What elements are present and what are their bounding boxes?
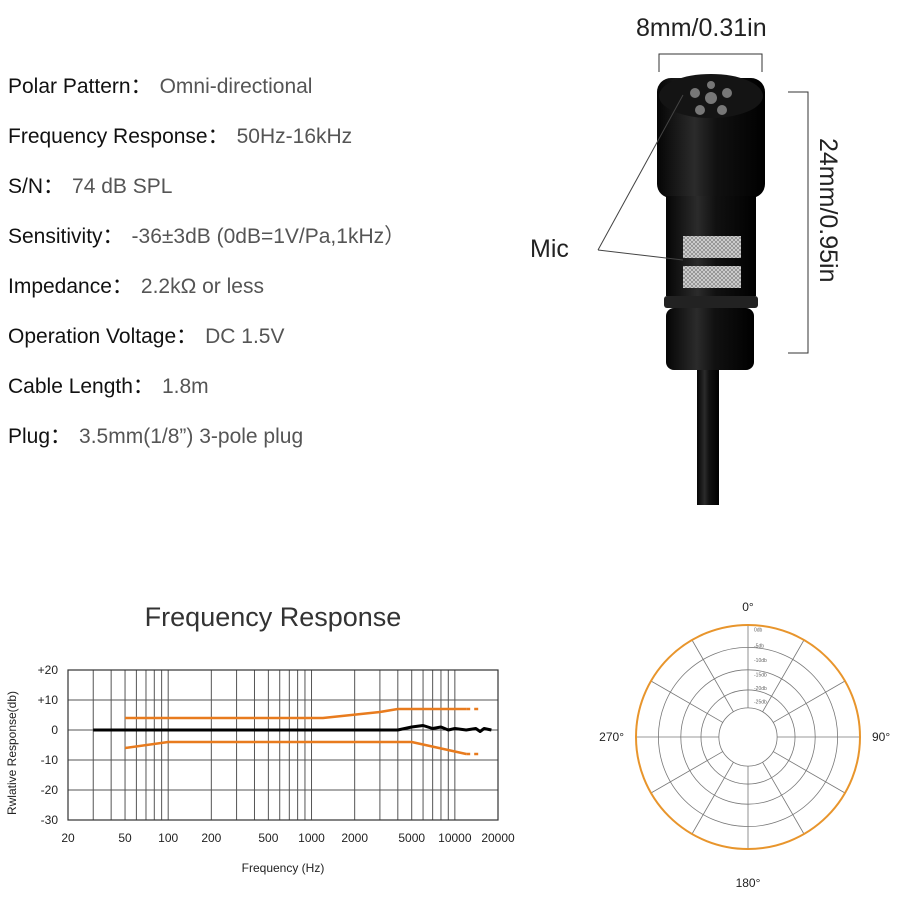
spec-value: DC 1.5V [205, 325, 285, 348]
mic-callout-lines [597, 94, 684, 261]
x-tick-label: 50 [118, 831, 132, 845]
x-tick-label: 20000 [481, 831, 515, 845]
spec-row: Operation Voltage： DC 1.5V [8, 320, 285, 350]
y-tick-label: +20 [38, 663, 59, 677]
chart-frame [67, 669, 499, 821]
polar-angle-top: 0° [742, 600, 754, 614]
chart-series-line [125, 707, 467, 720]
polar-spoke [691, 639, 734, 712]
y-tick-label: -30 [41, 813, 59, 827]
polar-spoke [773, 680, 846, 723]
x-tick-label: 20 [61, 831, 75, 845]
x-tick-label: 10000 [438, 831, 472, 845]
y-tick-label: +10 [38, 693, 59, 707]
spec-label: Cable Length： [8, 375, 154, 398]
spec-row: Sensitivity： -36±3dB (0dB=1V/Pa,1kHz） [8, 220, 405, 250]
mic-height-label: 24mm/0.95in [814, 138, 842, 283]
spec-row: Frequency Response： 50Hz-16kHz [8, 120, 352, 150]
polar-ring-label: -15db [754, 673, 767, 679]
chart-series-line [93, 724, 492, 733]
mic-width-label: 8mm/0.31in [636, 14, 767, 42]
x-tick-label: 1000 [298, 831, 325, 845]
spec-value: 2.2kΩ or less [140, 275, 264, 298]
polar-spoke [650, 751, 723, 794]
spec-label: Sensitivity： [8, 225, 124, 248]
polar-ring-label: -10db [754, 658, 767, 664]
y-axis-label: Rwlative Response(db) [5, 691, 19, 815]
spec-value: -36±3dB (0dB=1V/Pa,1kHz） [131, 225, 406, 248]
polar-spoke [650, 680, 723, 723]
x-tick-label: 2000 [341, 831, 368, 845]
spec-value: 3.5mm(1/8”) 3-pole plug [79, 425, 304, 448]
y-tick-label: 0 [51, 723, 58, 737]
polar-ring-label: -20db [754, 686, 767, 692]
polar-ring-label: 0db [754, 628, 763, 634]
spec-row: Impedance： 2.2kΩ or less [8, 270, 264, 300]
spec-value: 74 dB SPL [72, 175, 173, 198]
mic-base [666, 308, 754, 370]
polar-ring-label: -5db [754, 643, 764, 649]
spec-label: S/N： [8, 175, 65, 198]
spec-row: Cable Length： 1.8m [8, 370, 209, 400]
x-tick-label: 5000 [398, 831, 425, 845]
spec-row: Plug： 3.5mm(1/8”) 3-pole plug [8, 420, 303, 450]
y-tick-label: -10 [41, 753, 59, 767]
spec-label: Polar Pattern： [8, 75, 152, 98]
polar-angle-left: 270° [599, 730, 624, 744]
spec-value: Omni-directional [159, 75, 313, 98]
mic-mesh-lower [683, 266, 741, 288]
spec-row: Polar Pattern： Omni-directional [8, 70, 312, 100]
height-bracket [788, 91, 809, 354]
y-tick-label: -20 [41, 783, 59, 797]
x-tick-label: 200 [201, 831, 221, 845]
mic-mesh-upper [683, 236, 741, 258]
spec-label: Impedance： [8, 275, 133, 298]
mic-cable [697, 360, 719, 505]
polar-grid [635, 624, 861, 850]
polar-pattern-curve [635, 624, 861, 850]
spec-value: 1.8m [161, 375, 209, 398]
chart-series-line [124, 740, 467, 756]
chart-grid [67, 669, 499, 821]
x-tick-label: 100 [158, 831, 178, 845]
spec-label: Operation Voltage： [8, 325, 198, 348]
polar-ring [718, 707, 778, 767]
polar-spoke [773, 751, 846, 794]
polar-pattern-diagram: 0° 90° 180° 270° 0db -5db -10db -15db -20db -25db [599, 600, 890, 890]
chart-title: Frequency Response [145, 602, 402, 632]
polar-angle-right: 90° [872, 730, 890, 744]
polar-ring-label: -25db [754, 699, 767, 705]
x-axis-label: Frequency (Hz) [242, 861, 325, 875]
mic-grille-holes [690, 81, 732, 115]
polar-spoke [691, 762, 734, 835]
polar-spoke [762, 762, 805, 835]
width-bracket [658, 53, 763, 72]
spec-value: 50Hz-16kHz [236, 125, 353, 148]
polar-spoke [762, 639, 805, 712]
polar-angle-bottom: 180° [736, 876, 761, 890]
spec-row: S/N： 74 dB SPL [8, 170, 172, 200]
spec-label: Plug： [8, 425, 72, 448]
mic-callout-label: Mic [530, 235, 569, 263]
spec-label: Frequency Response： [8, 125, 229, 148]
x-tick-label: 500 [258, 831, 278, 845]
